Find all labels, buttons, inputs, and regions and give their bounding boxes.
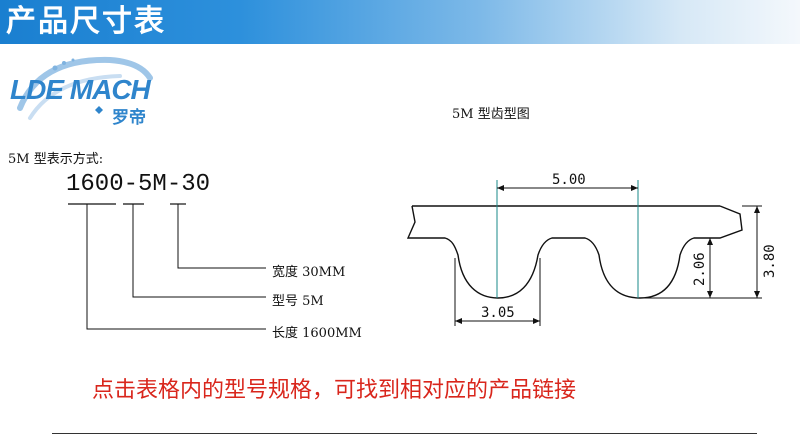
bottom-divider <box>52 433 757 434</box>
logo-text: LDE MACH <box>10 74 151 105</box>
leader-width <box>177 204 266 269</box>
page-title: 产品尺寸表 <box>6 4 166 39</box>
part-length-label: 长度 1600MM <box>272 326 362 341</box>
designation-title: 5M 型表示方式: <box>8 152 104 167</box>
logo-chinese-text: 罗帝 <box>112 108 146 128</box>
figure-title: 5M 型齿型图 <box>452 107 530 122</box>
leader-length <box>86 204 266 330</box>
belt-profile-outline <box>406 205 743 299</box>
dim-tooth-width: 3.05 <box>481 305 515 321</box>
dim-pitch: 5.00 <box>552 172 586 188</box>
header-banner: 产品尺寸表 <box>0 0 800 44</box>
dim-tooth-height: 2.06 <box>692 252 708 286</box>
part-width-label: 宽度 30MM <box>272 265 346 280</box>
leader-model <box>132 204 266 298</box>
logo-swoosh-icon <box>17 56 153 120</box>
product-link-note: 点击表格内的型号规格，可找到相对应的产品链接 <box>92 378 577 403</box>
designation-code: 1600-5M-30 <box>66 171 211 198</box>
brand-logo: LDE MACH 罗帝 <box>0 48 180 143</box>
part-model-label: 型号 5M <box>272 294 324 309</box>
dim-belt-height: 3.80 <box>762 244 778 278</box>
